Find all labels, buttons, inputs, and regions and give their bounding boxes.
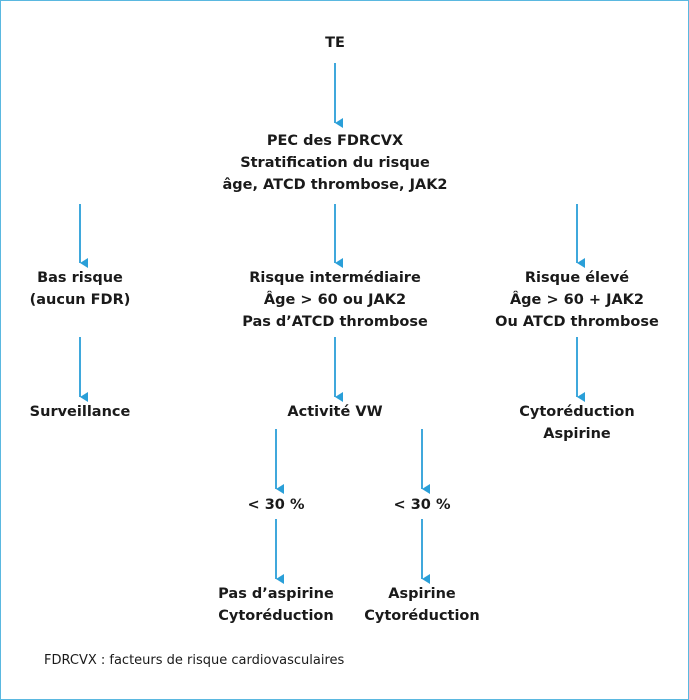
node-no-aspirin-line-2: Cytoréduction [218, 608, 334, 624]
node-no-aspirin-line-1: Pas d’aspirine [218, 586, 334, 602]
node-lt30-left: < 30 % [248, 494, 305, 516]
node-te-line-1: TE [325, 35, 345, 51]
node-cyto-high: Cytoréduction Aspirine [519, 401, 634, 445]
node-low-risk-line-1: Bas risque [37, 270, 123, 286]
node-mid-risk-line-1: Risque intermédiaire [249, 270, 421, 286]
node-te: TE [325, 32, 345, 54]
node-mid-risk-line-2: Âge > 60 ou JAK2 [263, 292, 407, 308]
node-activite-vw-line-1: Activité VW [287, 404, 383, 420]
node-mid-risk-line-3: Pas d’ATCD thrombose [242, 314, 428, 330]
node-pec: PEC des FDRCVX Stratification du risque … [222, 130, 447, 196]
node-aspirin-line-1: Aspirine [388, 586, 456, 602]
footnote: FDRCVX : facteurs de risque cardiovascul… [44, 653, 345, 668]
node-surveillance: Surveillance [30, 401, 131, 423]
node-lt30-right: < 30 % [394, 494, 451, 516]
node-low-risk-line-2: (aucun FDR) [29, 292, 131, 308]
node-aspirin-line-2: Cytoréduction [364, 608, 480, 624]
node-low-risk: Bas risque (aucun FDR) [30, 267, 131, 311]
node-high-risk: Risque élevé Âge > 60 + JAK2 Ou ATCD thr… [495, 267, 659, 333]
node-lt30-left-line-1: < 30 % [247, 497, 305, 513]
node-high-risk-line-1: Risque élevé [524, 270, 630, 286]
node-activite-vw: Activité VW [287, 401, 382, 423]
node-lt30-right-line-1: < 30 % [393, 497, 451, 513]
node-high-risk-line-3: Ou ATCD thrombose [495, 314, 659, 330]
node-aspirin: Aspirine Cytoréduction [364, 583, 479, 627]
node-mid-risk: Risque intermédiaire Âge > 60 ou JAK2 Pa… [242, 267, 428, 333]
node-pec-line-2: Stratification du risque [240, 155, 430, 171]
node-cyto-high-line-2: Aspirine [543, 426, 611, 442]
node-cyto-high-line-1: Cytoréduction [519, 404, 635, 420]
node-surveillance-line-1: Surveillance [29, 404, 131, 420]
node-pec-line-3: âge, ATCD thrombose, JAK2 [222, 177, 448, 193]
node-pec-line-1: PEC des FDRCVX [266, 133, 404, 149]
node-no-aspirin: Pas d’aspirine Cytoréduction [218, 583, 334, 627]
node-high-risk-line-2: Âge > 60 + JAK2 [509, 292, 645, 308]
